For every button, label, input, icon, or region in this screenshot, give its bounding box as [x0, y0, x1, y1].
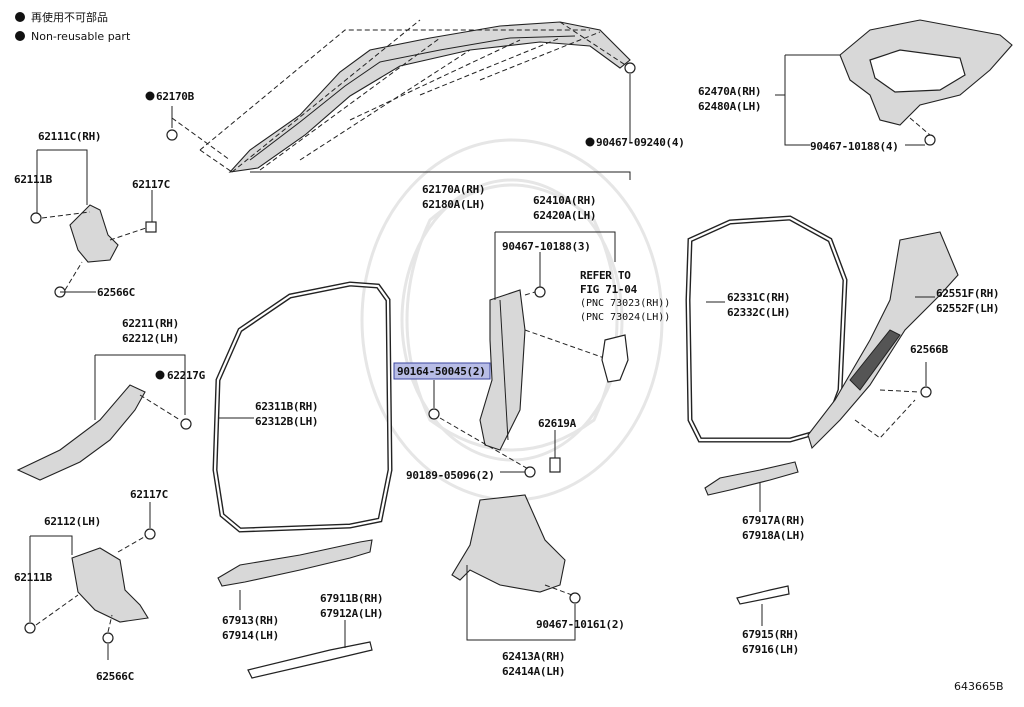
label-refer-4: (PNC 73024(LH)): [580, 312, 670, 323]
label-62312B: 62312B(LH): [255, 415, 318, 428]
front-scuff-plates: [217, 539, 373, 679]
clip-90164-50045: [428, 408, 440, 420]
cowl-side-trim-rh-part: [69, 204, 119, 263]
legend: 再使用不可部品 Non-reusable part: [15, 10, 131, 43]
rear-scuff-plate-lower: [736, 585, 790, 605]
label-62414A: 62414A(LH): [502, 665, 565, 678]
label-67912A: 67912A(LH): [320, 607, 383, 620]
label-90467-10161: 90467-10161(2): [536, 618, 625, 631]
cowl-side-trim-rh-assembly: [30, 149, 157, 298]
label-67914: 67914(LH): [222, 629, 279, 642]
clip-62117C-bot: [144, 528, 156, 540]
clip-90467-10188-mid: [534, 286, 546, 298]
label-refer-3: (PNC 73023(RH)): [580, 298, 670, 309]
label-62619A: 62619A: [538, 417, 577, 430]
center-pillar-lower-trim: [451, 494, 566, 593]
clip-62619A: [549, 457, 561, 473]
label-67915: 67915(RH): [742, 628, 799, 641]
label-62551F: 62551F(RH): [936, 287, 999, 300]
label-62331C: 62331C(RH): [727, 291, 790, 304]
clip-90467-10161: [569, 592, 581, 604]
rear-scuff-plates: [704, 461, 799, 626]
label-62552F: 62552F(LH): [936, 302, 999, 315]
label-90189-05096: 90189-05096(2): [406, 469, 495, 482]
label-62111B-top: 62111B: [14, 173, 53, 186]
front-pillar-trim-part: [16, 384, 146, 481]
label-62480A: 62480A(LH): [698, 100, 761, 113]
label-62332C: 62332C(LH): [727, 306, 790, 319]
seat-belt-retractor-ref: [601, 334, 629, 383]
label-62413A: 62413A(RH): [502, 650, 565, 663]
clip-62111B-bot: [24, 622, 36, 634]
front-scuff-plate-upper: [217, 539, 373, 587]
clip-90467-09240: [624, 62, 636, 74]
label-62420A: 62420A(LH): [533, 209, 596, 222]
clip-62566B: [920, 386, 932, 398]
quarter-window-frame: [869, 49, 966, 93]
clip-62111B-top: [30, 212, 42, 224]
center-pillar-upper-trim: [479, 289, 526, 451]
label-62117C-bot: 62117C: [130, 488, 168, 501]
label-62470A: 62470A(RH): [698, 85, 761, 98]
rear-door-opening-trim: [685, 215, 848, 443]
label-67917A: 67917A(RH): [742, 514, 805, 527]
non-reusable-dot-62217G: [155, 370, 165, 380]
label-62566B: 62566B: [910, 343, 949, 356]
label-62566C-bot: 62566C: [96, 670, 134, 683]
label-62212: 62212(LH): [122, 332, 179, 345]
legend-text-en: Non-reusable part: [31, 30, 131, 43]
label-90467-10188-top: 90467-10188(4): [810, 140, 899, 153]
label-62410A: 62410A(RH): [533, 194, 596, 207]
rear-scuff-plate-upper: [704, 461, 799, 496]
legend-dot-en: [15, 31, 25, 41]
cowl-side-trim-lh-assembly: [24, 502, 156, 660]
label-90467-10188-mid: 90467-10188(3): [502, 240, 591, 253]
label-90467-09240: 90467-09240(4): [596, 136, 685, 149]
center-pillar-lower-assembly: [451, 494, 581, 641]
front-door-opening-trim: [212, 281, 393, 533]
clip-62217G: [180, 418, 192, 430]
non-reusable-dot-62170B: [145, 91, 155, 101]
quarter-trim-assembly: [775, 19, 1013, 146]
label-62211: 62211(RH): [122, 317, 179, 330]
label-62170B: 62170B: [156, 90, 195, 103]
label-62111B-bot: 62111B: [14, 571, 53, 584]
rear-side-trim-assembly: [807, 231, 959, 450]
non-reusable-dot-90467-09240: [585, 137, 595, 147]
curtain-airbag-assembly: [166, 19, 636, 180]
rear-door-seal-outer: [685, 215, 848, 443]
center-pillar-trim-assembly: [428, 231, 629, 478]
clip-62117C-top: [145, 221, 157, 233]
legend-text-ja: 再使用不可部品: [31, 10, 108, 24]
rear-scuff-texture: [849, 329, 901, 391]
clip-62566C-bot: [102, 632, 114, 644]
label-62170A: 62170A(RH): [422, 183, 485, 196]
label-62117C-top: 62117C: [132, 178, 170, 191]
label-62111C: 62111C(RH): [38, 130, 101, 143]
illustration-code: 643665B: [954, 680, 1004, 693]
clip-90467-10188-top: [924, 134, 936, 146]
front-pillar-trim-assembly: [16, 354, 192, 481]
label-62180A: 62180A(LH): [422, 198, 485, 211]
label-62311B: 62311B(RH): [255, 400, 318, 413]
label-67918A: 67918A(LH): [742, 529, 805, 542]
label-62566C-top: 62566C: [97, 286, 135, 299]
label-67916: 67916(LH): [742, 643, 799, 656]
front-scuff-plate-lower: [247, 641, 373, 679]
clip-62170B: [166, 129, 178, 141]
label-refer-2: FIG 71-04: [580, 283, 638, 296]
label-62112: 62112(LH): [44, 515, 101, 528]
label-62217G: 62217G: [167, 369, 206, 382]
legend-dot-ja: [15, 12, 25, 22]
label-90164-50045[interactable]: 90164-50045(2): [397, 365, 486, 378]
highlight-90164-50045[interactable]: [393, 362, 491, 380]
label-67911B: 67911B(RH): [320, 592, 383, 605]
label-refer-1: REFER TO: [580, 269, 631, 282]
label-67913: 67913(RH): [222, 614, 279, 627]
cowl-side-trim-lh-part: [71, 547, 149, 623]
